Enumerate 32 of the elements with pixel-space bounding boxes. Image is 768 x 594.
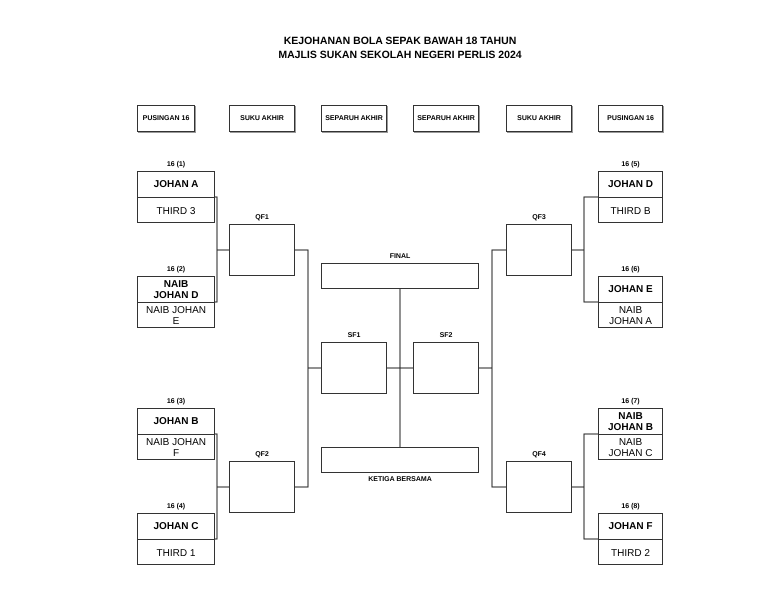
team-name: NAIB JOHAN C	[608, 436, 654, 461]
team-name: NAIB JOHAN B	[599, 409, 662, 435]
team-name: JOHAN E	[599, 277, 662, 303]
team-name: NAIB JOHAN F	[144, 436, 207, 461]
team-name: THIRD B	[610, 204, 652, 218]
bracket-line	[294, 368, 322, 488]
team-name: JOHAN C	[138, 514, 214, 540]
bracket-line	[572, 486, 598, 540]
match-box	[229, 461, 295, 513]
team-name: JOHAN B	[138, 409, 214, 435]
match-box	[506, 224, 572, 276]
team-name: NAIB JOHAN A	[608, 304, 653, 329]
bracket-line	[214, 250, 230, 302]
title: KEJOHANAN BOLA SEPAK BAWAH 18 TAHUN MAJLIS SUKAN SEKOLAH NEGERI PERLIS 2024	[277, 34, 523, 62]
team-name: JOHAN F	[599, 514, 662, 540]
team-name: THIRD 2	[610, 546, 651, 560]
bracket-line	[214, 486, 230, 540]
team-name: NAIB JOHAN D	[138, 277, 214, 303]
match-box	[321, 263, 479, 289]
bracket-line	[400, 368, 414, 448]
team-name: THIRD 1	[156, 546, 196, 560]
team-name: JOHAN A	[138, 172, 214, 198]
bracket-line	[478, 368, 506, 488]
team-name: THIRD 3	[156, 204, 196, 218]
team-name: JOHAN D	[599, 172, 662, 198]
match-box	[321, 447, 479, 473]
match-box	[506, 461, 572, 513]
match-box	[413, 342, 479, 394]
bracket-line	[572, 250, 598, 302]
match-box	[229, 224, 295, 276]
team-name: NAIB JOHAN E	[144, 304, 207, 329]
match-box	[321, 342, 387, 394]
